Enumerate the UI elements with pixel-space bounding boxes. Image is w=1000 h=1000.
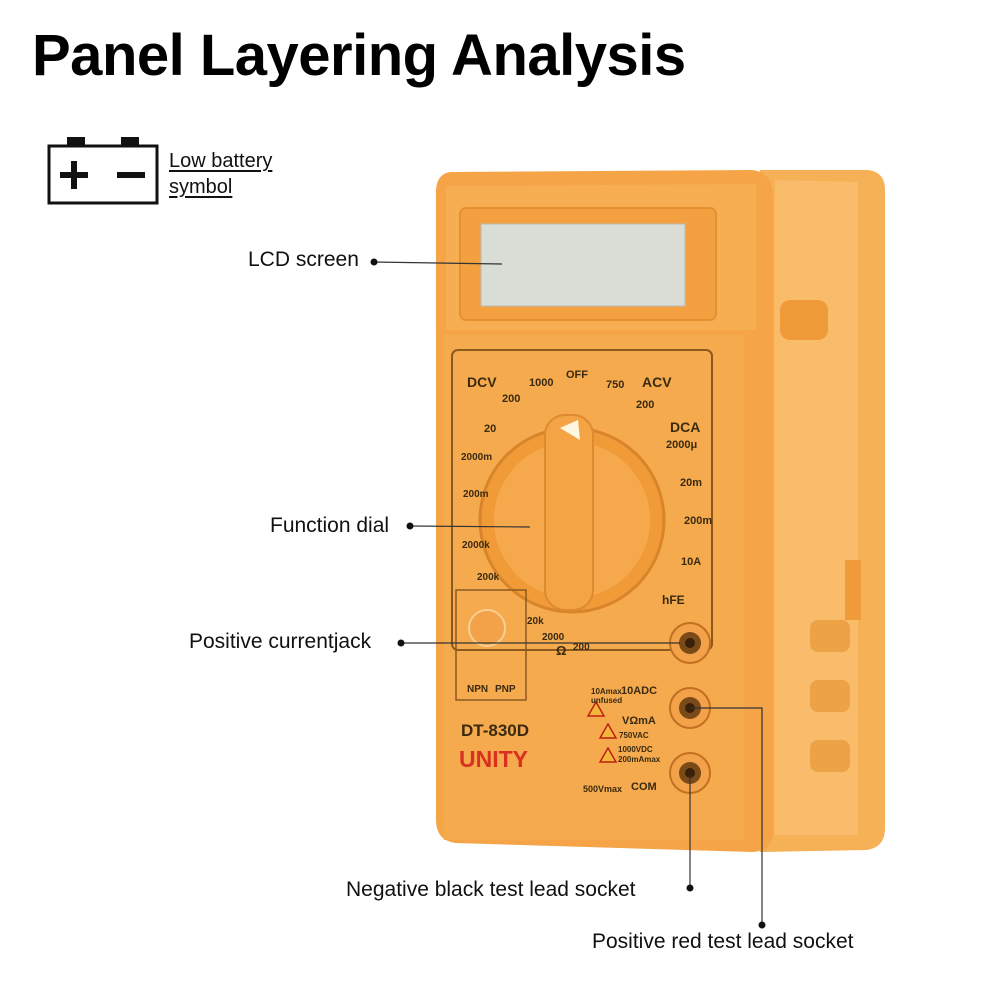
pnp-label: PNP	[495, 684, 516, 695]
dcv-range-1000: 1000	[529, 377, 553, 389]
callout-negative-socket: Negative black test lead socket	[346, 878, 636, 901]
ohm-symbol: Ω	[556, 643, 566, 658]
brand-label: UNITY	[459, 746, 528, 772]
dca-range-10a: 10A	[681, 556, 701, 568]
dcv-range-20: 20	[484, 423, 496, 435]
npn-label: NPN	[467, 684, 488, 695]
jack-10adc	[669, 622, 711, 664]
acv-range-200: 200	[636, 399, 654, 411]
off-label: OFF	[566, 369, 588, 381]
battery-legend-line2: symbol	[169, 176, 233, 198]
warn-10a-line1: 10Amax	[591, 687, 622, 696]
ohm-range-200k: 200k	[477, 572, 500, 583]
jack-com-label: COM	[631, 781, 657, 793]
page-title: Panel Layering Analysis	[32, 23, 686, 88]
model-label: DT-830D	[461, 721, 529, 740]
acv-range-750: 750	[606, 379, 624, 391]
dca-label: DCA	[670, 419, 700, 435]
dcv-range-200m: 200m	[463, 489, 489, 500]
hfe-label: hFE	[662, 593, 685, 607]
dcv-range-2000m: 2000m	[461, 452, 492, 463]
warn-500vmax: 500Vmax	[583, 784, 622, 794]
dcv-range-200: 200	[502, 393, 520, 405]
acv-label: ACV	[642, 374, 672, 390]
warn-200mamax: 200mAmax	[618, 755, 661, 764]
warn-10a-line2: unfused	[591, 696, 622, 705]
warn-750vac: 750VAC	[619, 731, 649, 740]
callout-positive-current-jack: Positive currentjack	[189, 630, 372, 653]
jack-10adc-label: 10ADC	[621, 685, 657, 697]
dca-range-2000u: 2000μ	[666, 439, 697, 451]
ohm-range-2000: 2000	[542, 632, 565, 643]
callout-function-dial: Function dial	[270, 514, 390, 537]
dcv-label: DCV	[467, 374, 497, 390]
front-body	[436, 170, 773, 852]
callout-lcd-screen: LCD screen	[248, 248, 359, 271]
dca-range-20m: 20m	[680, 477, 702, 489]
jack-vma-label: VΩmA	[622, 715, 656, 727]
dca-range-200m: 200m	[684, 515, 712, 527]
jack-com	[669, 752, 711, 794]
ohm-range-200: 200	[573, 642, 590, 653]
battery-icon	[47, 137, 159, 205]
battery-legend: Low battery symbol	[169, 148, 272, 200]
callout-positive-socket: Positive red test lead socket	[592, 930, 854, 953]
battery-legend-line1: Low battery	[169, 150, 273, 172]
ohm-range-20k: 20k	[527, 616, 544, 627]
back-cover	[760, 170, 885, 852]
warn-1000vdc: 1000VDC	[618, 745, 653, 754]
ohm-range-2000k: 2000k	[462, 540, 490, 551]
